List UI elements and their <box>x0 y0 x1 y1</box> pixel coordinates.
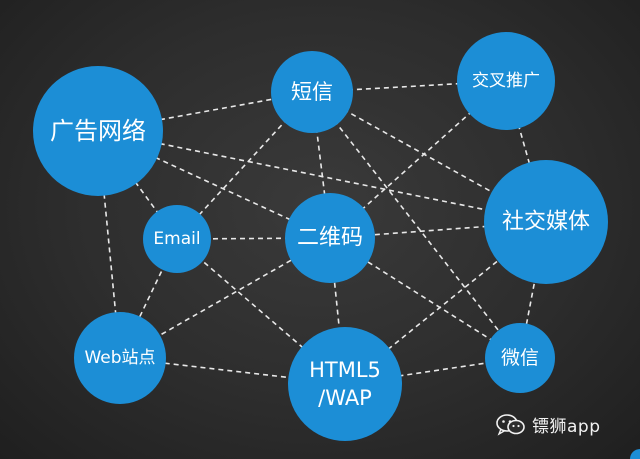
edge-ads-qr <box>97 130 331 239</box>
node-circle-html5 <box>288 327 402 441</box>
node-layer: 广告网络 短信 交叉推广 Email 二维码 社交媒体 Web站点 HTML5/WAP 微信 <box>33 32 608 441</box>
node-label-web: Web站点 <box>84 348 155 368</box>
node-circle-social <box>484 160 608 284</box>
edge-qr-html5 <box>329 237 346 385</box>
node-label-ads: 广告网络 <box>50 117 146 145</box>
node-label-social: 社交媒体 <box>502 210 590 235</box>
node-label-qr: 二维码 <box>297 226 363 251</box>
node-email: Email <box>143 205 211 273</box>
node-label-cross: 交叉推广 <box>472 71 540 91</box>
node-ads: 广告网络 <box>33 66 163 196</box>
node-social: 社交媒体 <box>484 160 608 284</box>
node-label-html5: HTML5 <box>309 358 381 382</box>
node-label-sms: 短信 <box>291 80 333 104</box>
node-web: Web站点 <box>74 312 166 404</box>
edge-social-html5 <box>344 221 547 385</box>
node-circle-ads <box>33 66 163 196</box>
watermark: 镖狮app <box>496 412 601 437</box>
node-circle-wechat <box>485 323 555 393</box>
edge-sms-qr <box>311 91 331 239</box>
node-label-wechat: 微信 <box>501 347 539 369</box>
edge-cross-social <box>505 80 547 223</box>
node-label2-html5: /WAP <box>318 386 372 410</box>
node-label-email: Email <box>153 229 200 249</box>
node-circle-cross <box>457 32 555 130</box>
node-circle-qr <box>285 193 375 283</box>
node-cross: 交叉推广 <box>457 32 555 130</box>
node-circle-web <box>74 312 166 404</box>
node-wechat: 微信 <box>485 323 555 393</box>
node-qr: 二维码 <box>285 193 375 283</box>
node-sms: 短信 <box>271 51 353 133</box>
node-circle-sms <box>271 51 353 133</box>
watermark-text: 镖狮app <box>532 417 601 437</box>
edge-sms-wechat <box>311 91 521 359</box>
wechat-icon <box>496 413 525 436</box>
node-html5: HTML5/WAP <box>288 327 402 441</box>
node-circle-email <box>143 205 211 273</box>
corner-mark <box>630 449 640 459</box>
